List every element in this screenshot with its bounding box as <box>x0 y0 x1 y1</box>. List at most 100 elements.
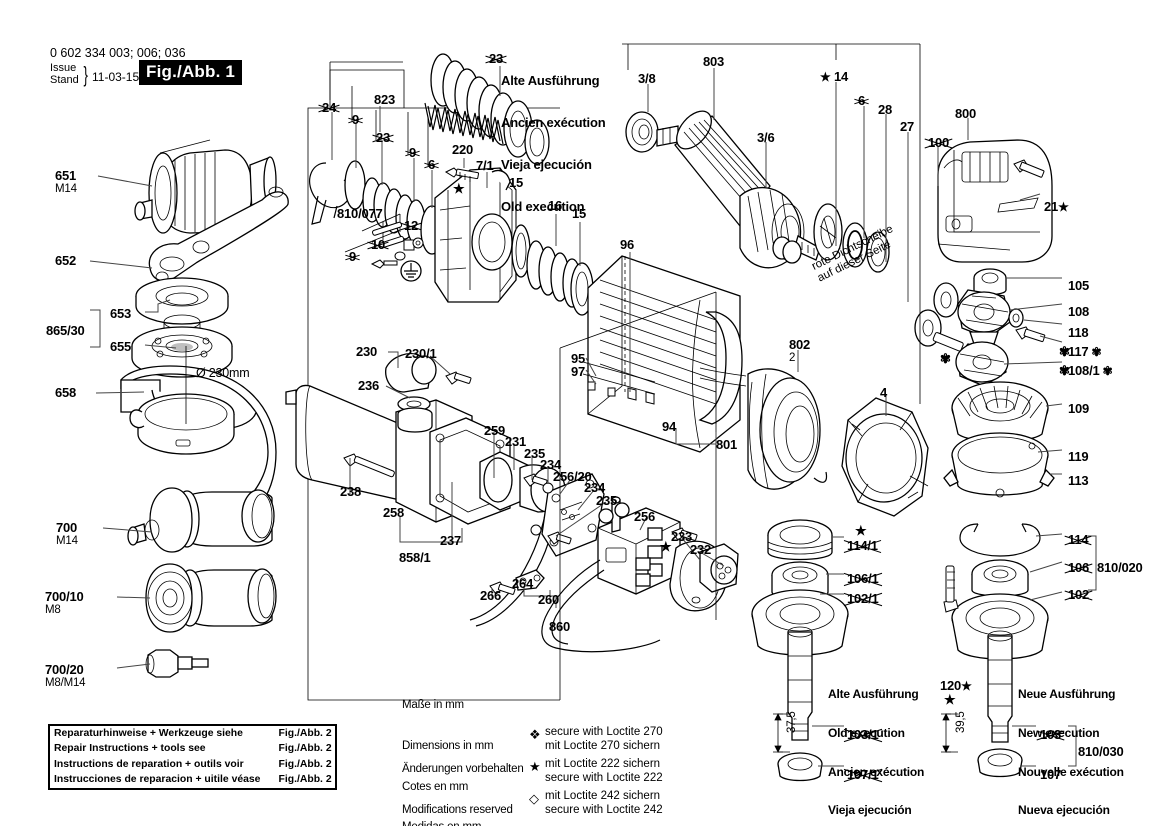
star-icon: ★ <box>855 523 867 538</box>
callout-old-execution-top: Alte Ausführung Ancien exécution Vieja e… <box>501 73 606 215</box>
part-number-810-077: 810/077 <box>337 206 383 221</box>
part-number-259: 259 <box>484 423 506 438</box>
part-number-value: 700 <box>56 520 78 535</box>
part-number-value: 97 <box>571 364 586 379</box>
part-number-107: 107 <box>1040 767 1061 782</box>
part-number-value: 858/1 <box>399 550 431 565</box>
part-number-810-020: 810/020 <box>1097 560 1143 575</box>
part-number-value: 118 <box>1068 325 1089 340</box>
issue-date: 11-03-15 <box>92 70 140 84</box>
part-number-7-1: 7/1 <box>476 158 494 173</box>
part-658-shape <box>120 346 277 518</box>
part-number-value: 238 <box>340 484 362 499</box>
part-number-value: 655 <box>110 339 132 354</box>
part-number-value: 236 <box>358 378 380 393</box>
notes-loctite-242: ◇ mit Loctite 242 sichern secure with Lo… <box>529 790 663 816</box>
part-number-subtitle: M8/M14 <box>45 677 86 690</box>
clover-icon: ✾ <box>1059 344 1070 359</box>
part-number-107-1: 107/1 <box>847 767 879 782</box>
part-number-value: 6 <box>858 93 866 108</box>
clover-icon: ❖ <box>529 727 541 742</box>
part-number-96: 96 <box>620 237 635 252</box>
part-number-value: 15 <box>509 175 524 190</box>
part-700-20-shape <box>145 649 209 678</box>
part-number-236: 236 <box>358 378 380 393</box>
part-number-119: 119 <box>1068 449 1089 464</box>
part-800-housing-shape <box>937 139 1053 296</box>
star-icon: ★ <box>660 539 672 554</box>
part-number-value: 230/1 <box>405 346 437 361</box>
part-number-value: 95 <box>571 351 586 366</box>
notes-loctite-270: ❖ secure with Loctite 270 mit Loctite 27… <box>529 726 663 752</box>
part-number-value: 231 <box>505 434 527 449</box>
part-number-value: 256 <box>634 509 656 524</box>
legend-row: Instrucciones de reparacion + uitile véa… <box>50 773 335 789</box>
part-number-value: 109 <box>1068 401 1090 416</box>
part-number-858-1: 858/1 <box>399 550 431 565</box>
part-802-shape <box>747 368 828 490</box>
part-number-value: 258 <box>383 505 405 520</box>
part-number-value: 96 <box>620 237 635 252</box>
part-number-value: 100 <box>928 135 950 150</box>
part-number-16: 16 <box>548 198 562 213</box>
part-number-value: 6 <box>428 157 436 172</box>
part-number-810-030: 810/030 <box>1078 744 1124 759</box>
part-number-value: 108 <box>1068 304 1090 319</box>
legend-row: Instructions de reparation + outils voir… <box>50 757 335 773</box>
part-number-14: ★ 14 <box>820 69 848 84</box>
part-number-15: 15 <box>572 206 587 221</box>
part-109-gear-shape <box>951 381 1049 443</box>
part-number-100: 100 <box>928 135 950 150</box>
part-number-value: 810/030 <box>1078 744 1124 759</box>
part-number-21: 21★ <box>1044 199 1069 214</box>
part-number-258: 258 <box>383 505 405 520</box>
part-number-value: 700/10 <box>45 589 84 604</box>
part-number-value: 4 <box>880 385 888 400</box>
part-number-value: 658 <box>55 385 77 400</box>
part-number-value: 3/6 <box>757 130 775 145</box>
issue-label: Issue <box>50 62 77 74</box>
part-number-234: 234 <box>584 480 605 495</box>
part-number-value: 15 <box>572 206 587 221</box>
part-number-value: 800 <box>955 106 977 121</box>
part-number-823: 823 <box>374 92 395 107</box>
part-number-value: 259 <box>484 423 506 438</box>
part-number-value: 700/20 <box>45 662 84 677</box>
part-number-231: 231 <box>505 434 527 449</box>
part-number-value: 865/30 <box>46 323 85 338</box>
part-number-4: 4 <box>880 385 888 400</box>
legend-row: Repair Instructions + tools see Fig./Abb… <box>50 742 335 758</box>
star-icon: ★ <box>529 759 541 774</box>
part-number-value: 235 <box>596 493 618 508</box>
legend-ref: Fig./Abb. 2 <box>278 774 332 786</box>
part-number-105: 105 <box>1068 278 1089 293</box>
part-number-value: 230 <box>356 344 378 359</box>
part-number-value: 232 <box>690 542 712 557</box>
part-number-97: 97 <box>571 364 586 379</box>
part-number-9: 9 <box>352 112 359 127</box>
clover-icon: ✾ <box>940 351 951 366</box>
part-number-658: 658 <box>55 385 77 400</box>
part-number-value: 860 <box>549 619 571 634</box>
group-95-97-shape <box>582 256 656 405</box>
clover-icon: ✾ <box>1088 345 1102 359</box>
legend-text: Instructions de reparation + outils voir <box>54 758 244 770</box>
part-number-108-1: 108/1 ✾ <box>1068 363 1113 378</box>
callout-new-execution: Neue Ausführung New execution Nouvelle e… <box>1018 686 1124 818</box>
part-number-subtitle: M14 <box>56 535 78 548</box>
part-number-value: 106 <box>1068 560 1090 575</box>
part-number-117: 117 ✾ <box>1068 344 1102 359</box>
part-number-113: 113 <box>1068 473 1089 488</box>
part-number-value: 810/020 <box>1097 560 1143 575</box>
part-number-232: 232 <box>690 542 712 557</box>
part-4-baffle-shape <box>841 397 929 517</box>
dimension-arrows <box>773 713 958 753</box>
part-number-value: 10 <box>371 237 386 252</box>
part-number-114-1: 114/1 <box>847 538 878 553</box>
disc-diameter-label: Ø 230mm <box>196 366 250 380</box>
part-number-value: 119 <box>1068 449 1089 464</box>
part-7-1-gearhousing-shape <box>434 167 531 303</box>
part-number-106: 106 <box>1068 560 1090 575</box>
